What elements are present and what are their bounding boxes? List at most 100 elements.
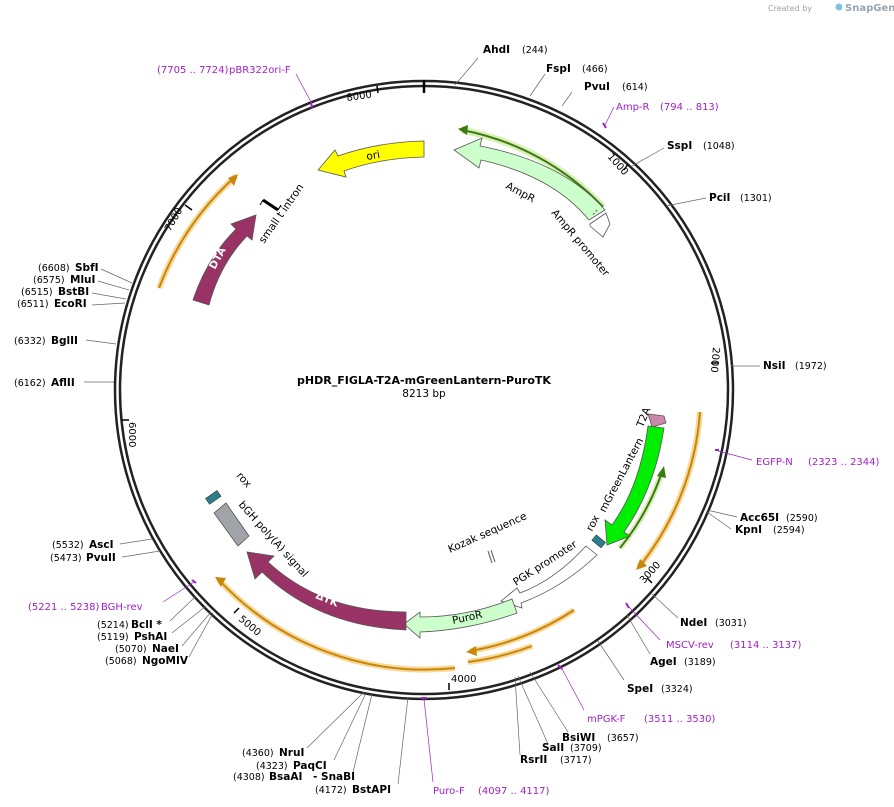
site-acc65i-name: Acc65I	[740, 512, 779, 524]
site-ecori-name: EcoRI	[54, 298, 87, 310]
primer-amp-r: Amp-R (794 .. 813)	[602, 102, 719, 129]
site-pshai-pos: (5119)	[97, 632, 129, 643]
primer-mscv-rev: MSCV-rev (3114 .. 3137)	[625, 602, 802, 651]
site-nrui: (4360) NruI	[242, 691, 365, 759]
site-paqci-leader	[333, 692, 367, 761]
site-pvuii-name: PvuII	[86, 552, 116, 564]
feature-kozak-b	[490, 549, 496, 563]
primer-pbr322ori-f-range: (7705 .. 7724)	[157, 65, 229, 76]
primer-mpgk-f-leader	[560, 666, 585, 711]
site-paqci: (4323) PaqCI	[256, 692, 367, 772]
pgk-orf-line	[469, 609, 575, 652]
site-bcli-pos: (5214)	[97, 620, 129, 631]
tick-3000	[646, 577, 653, 584]
site-ndei-name: NdeI	[680, 617, 707, 629]
site-acc65i-pos: (2590)	[786, 513, 818, 524]
primer-bgh-rev-name: BGH-rev	[101, 602, 143, 613]
feature-t2a	[647, 413, 667, 428]
primer-mpgk-f: mPGK-F (3511 .. 3530)	[557, 664, 716, 725]
site-sali-leader	[517, 675, 549, 745]
site-pcii-name: PciI	[709, 192, 730, 204]
site-nsii-pos: (1972)	[795, 361, 827, 372]
pgk-orf-arrowhead	[466, 646, 477, 656]
site-bstbi-name: BstBI	[58, 286, 89, 298]
tick-label-8000: 8000	[346, 90, 373, 104]
site-aflii-name: AflII	[51, 377, 75, 389]
site-sali-name: SalI	[542, 742, 564, 754]
site-agei-name: AgeI	[650, 656, 677, 668]
tick-label-6000: 6000	[126, 422, 137, 447]
primer-pbr322ori-f-name: pBR322ori-F	[229, 65, 291, 76]
feature-dta	[192, 214, 257, 306]
site-bstapi-name: BstAPI	[352, 784, 391, 796]
site-spei: SpeI (3324)	[597, 640, 693, 695]
site-pcii: PciI (1301)	[665, 192, 772, 207]
site-spei-leader	[597, 640, 625, 681]
site-ahdi-pos: (244)	[522, 45, 548, 56]
feature-small-t-intron	[259, 198, 282, 212]
primer-bgh-rev-mark	[191, 579, 197, 584]
site-ahdi-name: AhdI	[483, 44, 510, 56]
site-sspi-leader	[631, 147, 665, 167]
feature-rox-left	[205, 490, 222, 505]
site-pvuii: (5473) PvuII	[50, 550, 161, 564]
primer-pbr322ori-f-mark	[310, 101, 313, 109]
primer-puro-f: Puro-F (4097 .. 4117)	[421, 697, 550, 797]
site-kpni-leader	[706, 511, 732, 530]
site-pshai: (5119) PshAI	[97, 605, 207, 643]
primer-egfp-n: EGFP-N (2323 .. 2344)	[715, 449, 880, 468]
credit-brand: SnapGene	[845, 3, 894, 14]
site-ngomiv-pos: (5068)	[105, 656, 137, 667]
site-aflii-pos: (6162)	[14, 378, 46, 389]
site-ngomiv-leader	[188, 612, 214, 658]
site-bstbi-leader	[91, 292, 127, 300]
primer-mscv-rev-range: (3114 .. 3137)	[730, 640, 802, 651]
site-ecori-leader	[91, 302, 126, 306]
site-ecori-pos: (6511)	[17, 299, 49, 310]
primer-bgh-rev-range: (5221 .. 5238)	[28, 602, 100, 613]
site-fspi: FspI (466)	[529, 63, 608, 97]
site-acc65i: Acc65I (2590)	[706, 509, 818, 524]
puro-orf-line	[638, 411, 701, 568]
primer-amp-r-range: (794 .. 813)	[660, 102, 719, 113]
feature-ampr	[453, 137, 606, 221]
snapgene-logo-icon	[835, 3, 843, 11]
site-pvui: PvuI (614)	[561, 81, 648, 107]
tk-orf-line	[218, 579, 456, 671]
feature-ori	[317, 140, 425, 178]
site-ngomiv: (5068) NgoMIV	[105, 612, 214, 667]
site-agei-pos: (3189)	[684, 657, 716, 668]
site-bglii-name: BglII	[51, 335, 78, 347]
site-asci-leader	[119, 538, 153, 545]
feature-ampr-promoter	[589, 212, 611, 238]
small-t-intron-cap-right	[277, 204, 282, 211]
feature-label-ampr: AmpR	[504, 180, 537, 205]
site-agei: AgeI (3189)	[626, 614, 716, 668]
ampr-orf-arrowhead	[458, 125, 468, 135]
site-bglii-pos: (6332)	[14, 336, 46, 347]
mgl-orf-arrowhead	[657, 466, 666, 478]
site-pvuii-pos: (5473)	[50, 553, 82, 564]
feature-bgh-polya	[213, 502, 250, 547]
site-pvui-pos: (614)	[622, 82, 648, 93]
feature-mgreenlantern	[604, 425, 665, 546]
site-bsiwi-name: BsiWI	[562, 732, 595, 744]
site-sspi-pos: (1048)	[703, 141, 735, 152]
site-nsii-name: NsiI	[763, 360, 786, 372]
site-bsiwi-leader	[529, 671, 569, 733]
site-pshai-leader	[171, 605, 207, 634]
dta-orf-arrowhead	[228, 174, 238, 186]
site-ndei: NdeI (3031)	[651, 593, 747, 629]
ampr-promoter-divider	[591, 209, 598, 217]
site-naei-name: NaeI	[152, 643, 179, 655]
site-sbfi-pos: (6608)	[38, 263, 70, 274]
site-mlui-leader	[97, 280, 130, 291]
site-pvuii-leader	[121, 550, 161, 558]
site-aflii: (6162) AflII	[14, 377, 114, 389]
primer-puro-f-name: Puro-F	[433, 786, 465, 797]
site-fspi-pos: (466)	[582, 64, 608, 75]
site-bglii-leader	[85, 339, 117, 345]
site-bglii: (6332) BglII	[14, 335, 117, 347]
site-bstapi-leader	[397, 696, 409, 785]
site-bcli-name: BclI *	[131, 619, 162, 631]
